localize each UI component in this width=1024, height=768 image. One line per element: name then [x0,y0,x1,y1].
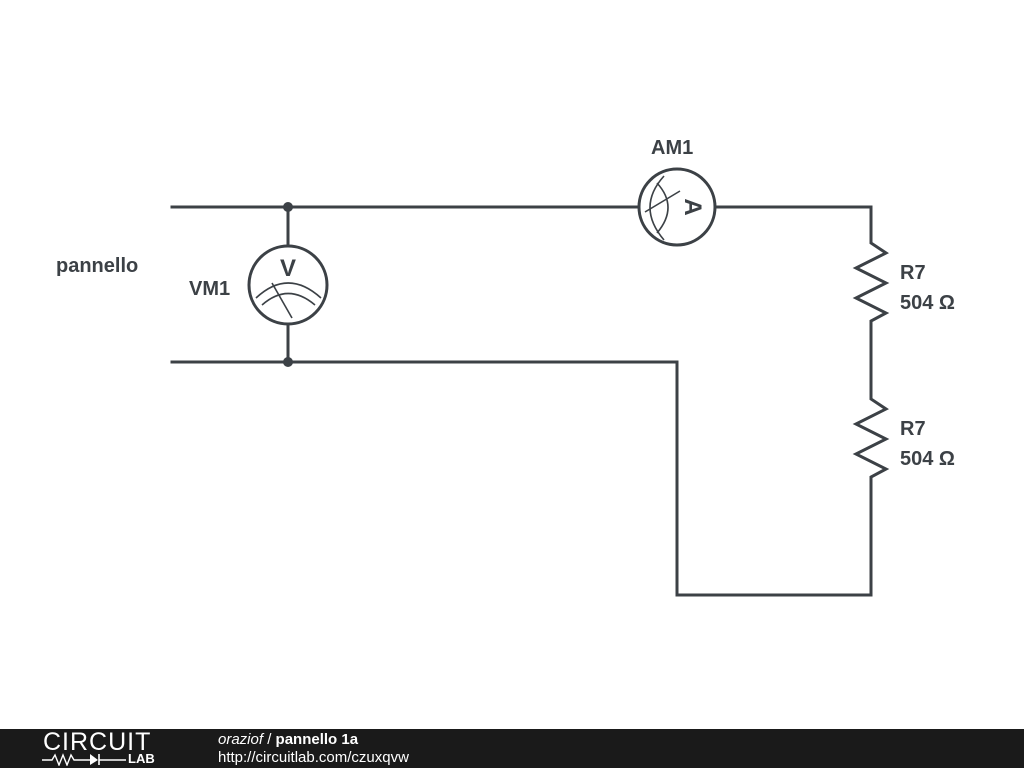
wire-bottom-loop [170,360,873,597]
ammeter-body [637,167,717,247]
resistor-2-value: 504 Ω [900,448,955,470]
attribution-separator: / [263,731,276,748]
ammeter-needle [644,190,681,213]
voltmeter-label: VM1 [189,278,230,300]
logo-text-circuit: CIRCUIT [43,728,152,756]
ammeter-am1[interactable]: A [637,167,717,247]
ammeter-symbol: A [679,198,706,215]
voltmeter-vm1[interactable]: V [247,244,329,326]
voltmeter-scale-arc-inner [261,292,316,306]
resistor-1-zigzag[interactable] [852,235,890,330]
author-link[interactable]: oraziof [218,731,264,748]
voltmeter-scale-arc-outer [255,282,322,299]
logo-text-lab: LAB [128,751,155,766]
circuit-url[interactable]: http://circuitlab.com/czuxqvw [218,749,409,766]
resistor-2-name: R7 [900,418,926,440]
footer-bar: CIRCUIT LAB oraziof / pannello 1a http:/… [0,729,1024,768]
ammeter-label: AM1 [651,137,693,159]
junction-node-bottom [283,357,293,367]
resistor-1-name: R7 [900,262,926,284]
circuit-schematic: V A pannello VM1 AM1 R7 504 Ω R7 504 Ω [56,137,955,597]
circuit-attribution: oraziof / pannello 1a [218,731,409,749]
wire-top-right [713,205,873,239]
voltmeter-body [247,244,329,326]
resistor-1-value: 504 Ω [900,292,955,314]
voltmeter-symbol: V [280,255,296,282]
resistor-diode-logo-icon [42,753,126,766]
ammeter-scale-arc-outer [649,175,665,241]
resistor-2-zigzag[interactable] [852,391,890,486]
junction-node-top [283,202,293,212]
circuit-meta: oraziof / pannello 1a http://circuitlab.… [218,731,409,767]
voltmeter-needle [271,282,293,319]
port-label: pannello [56,255,138,277]
ammeter-scale-arc-inner [656,182,669,234]
circuitlab-logo[interactable]: CIRCUIT LAB [40,729,180,768]
circuit-title[interactable]: pannello 1a [275,731,359,748]
